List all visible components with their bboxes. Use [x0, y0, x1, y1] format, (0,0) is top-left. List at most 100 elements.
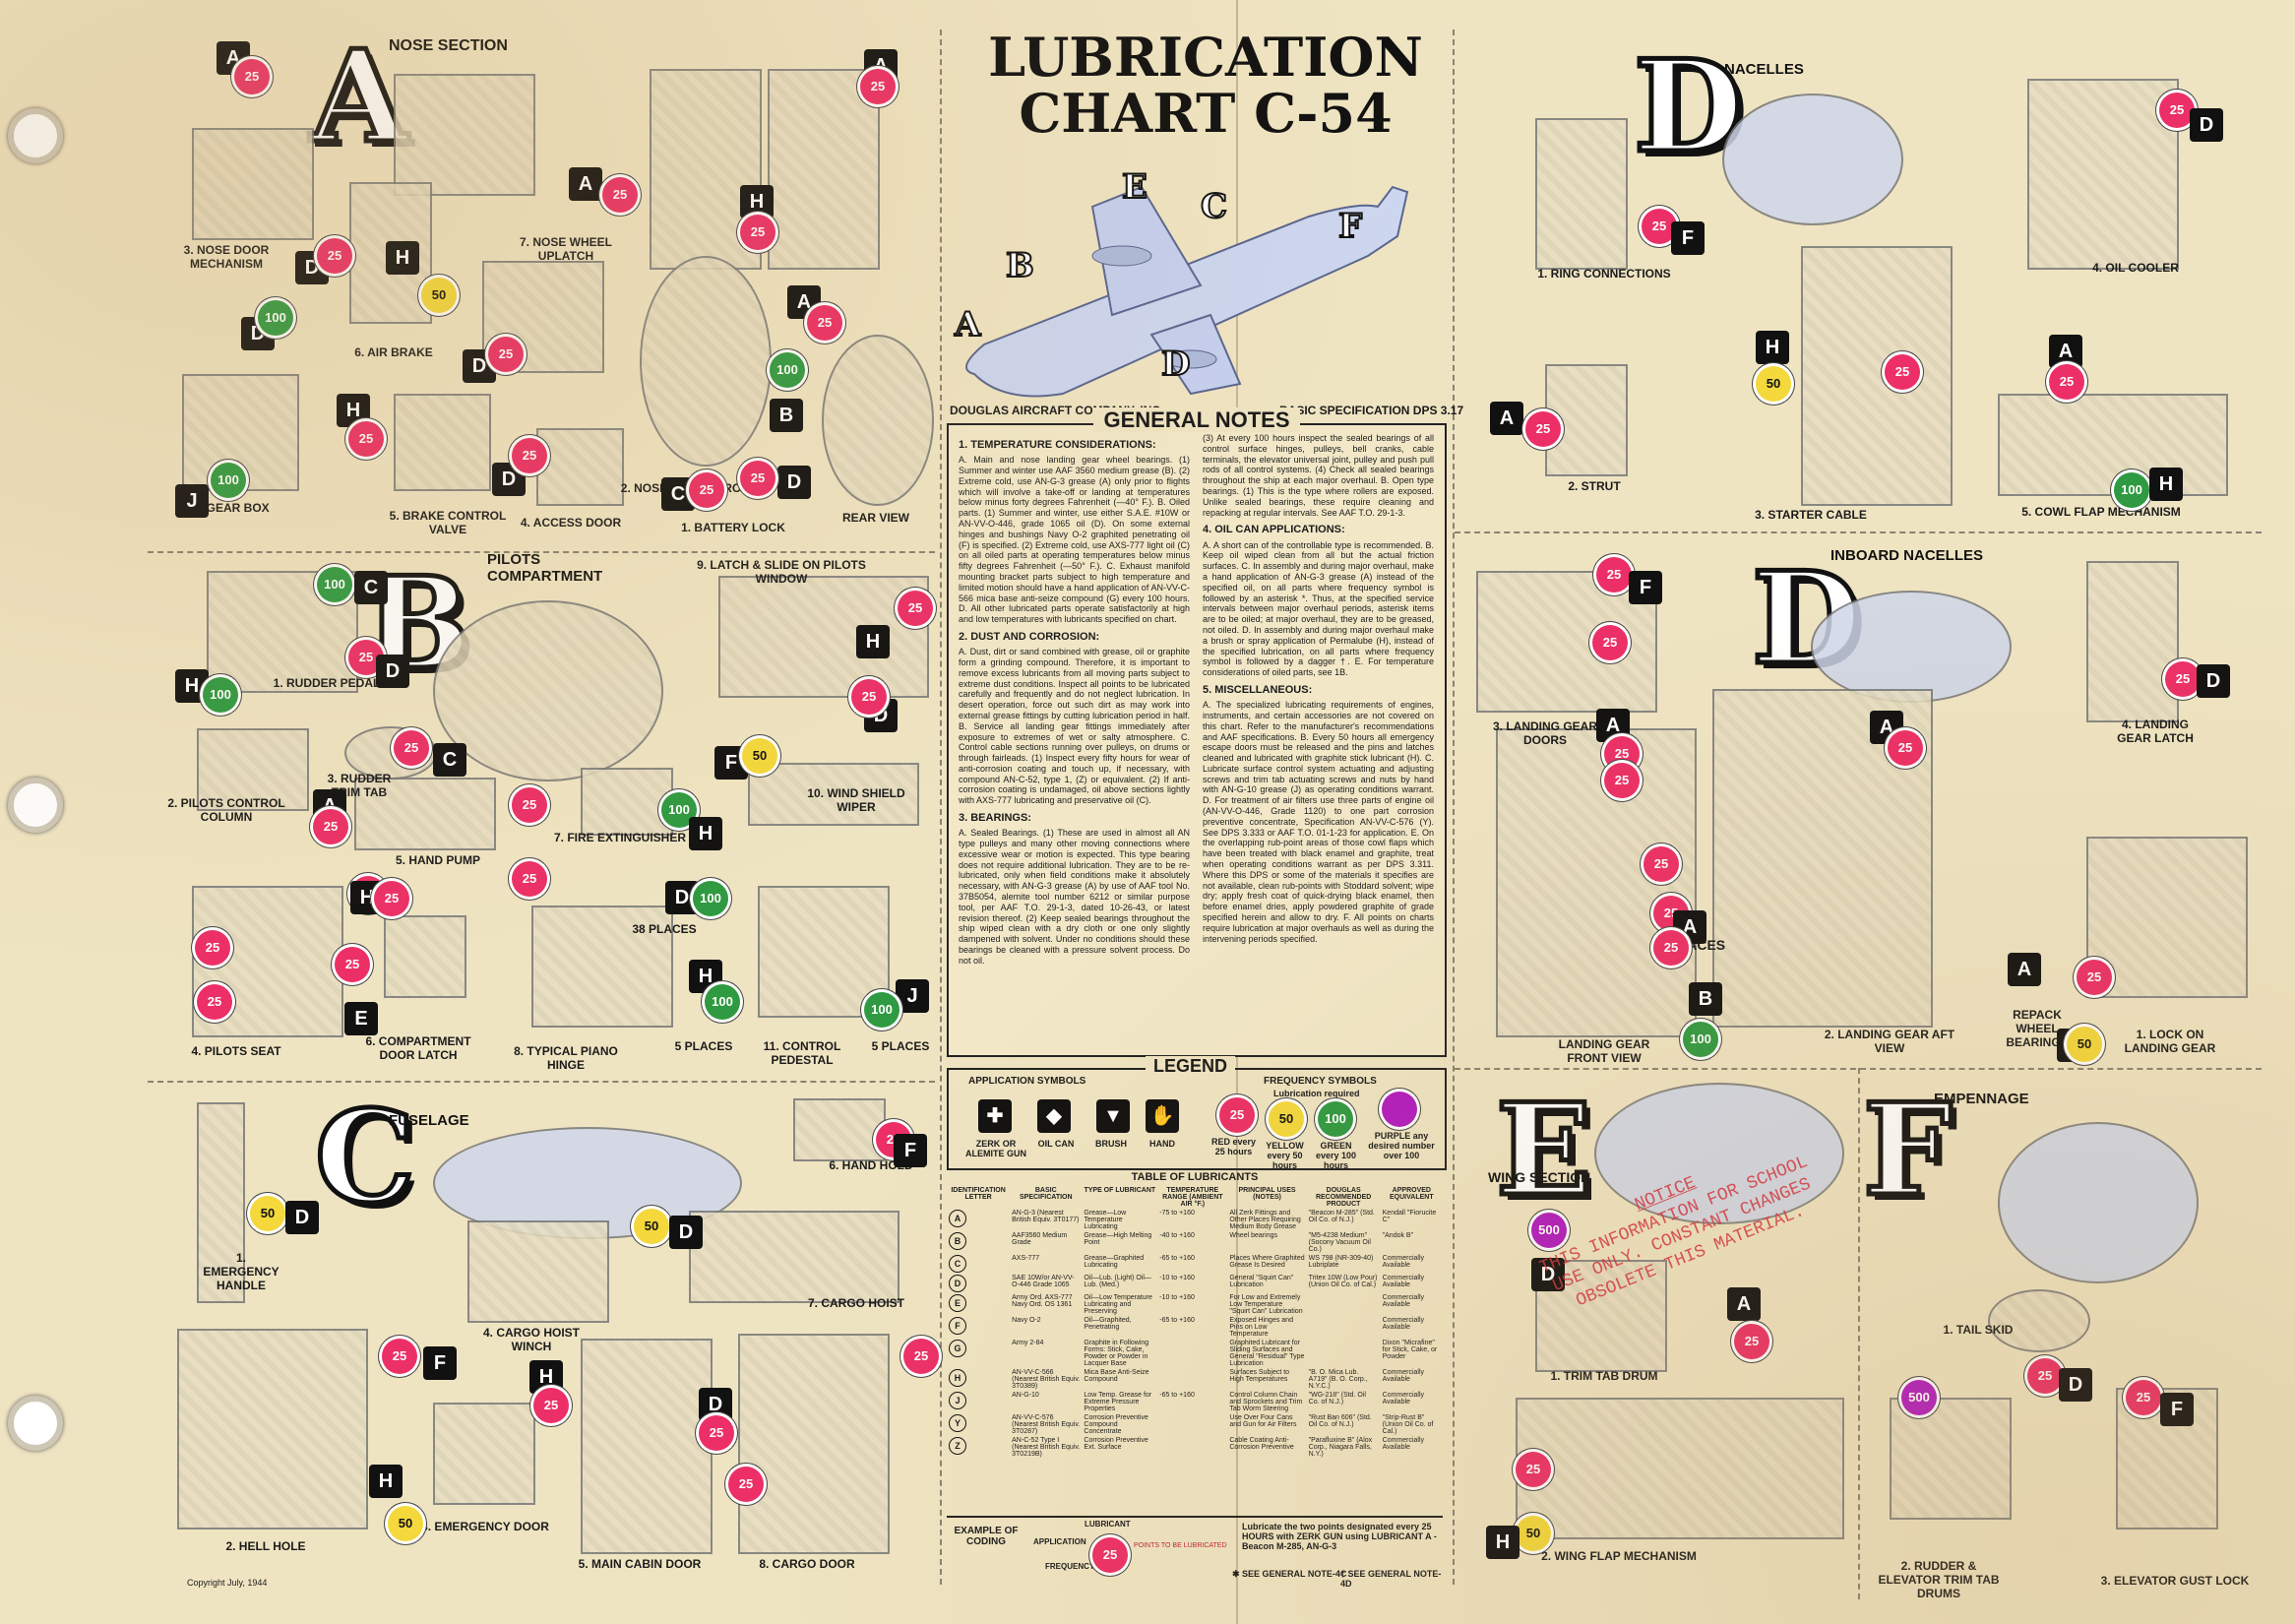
- lubricant-letter-badge: F: [949, 1317, 966, 1335]
- nose-wheel-rear-drawing: [822, 335, 934, 506]
- zerk-gun-symbol: A: [2049, 335, 2082, 368]
- lubricant-letter-badge: E: [949, 1294, 966, 1312]
- badge-25: 25: [2027, 1358, 2063, 1394]
- gear-aft-drawing: [1712, 689, 1933, 1028]
- wing-flap-drawing: [1516, 1398, 1844, 1539]
- badge-25: 25: [1525, 411, 1561, 447]
- caption: 1. TRIM TAB DRUM: [1550, 1369, 1658, 1383]
- table-header-row: IDENTIFICATION LETTER BASIC SPECIFICATIO…: [947, 1186, 1443, 1209]
- note-text: (3) At every 100 hours inspect the seale…: [1203, 433, 1434, 518]
- table-cell: Oil—Graphited, Penetrating: [1084, 1317, 1132, 1331]
- table-cell: AAF3560 Medium Grade: [1012, 1232, 1068, 1246]
- gear-front-drawing: [1496, 728, 1697, 1037]
- hand-symbol: J: [896, 979, 929, 1013]
- divider: [148, 1081, 935, 1083]
- table-cell: -10 to +160: [1159, 1294, 1195, 1301]
- table-cell: Commercially Available: [1382, 1275, 1425, 1288]
- lubricant-letter-badge: Y: [949, 1414, 966, 1432]
- table-cell: AN-G-10: [1012, 1392, 1039, 1399]
- table-cell: [1157, 1413, 1227, 1436]
- hand-symbol: H: [689, 817, 722, 850]
- hand-symbol: B: [1689, 982, 1722, 1016]
- caption: 3. LANDING GEAR DOORS: [1492, 719, 1597, 747]
- table-cell: Grease—Graphited Lubricating: [1084, 1255, 1145, 1269]
- caption: 6. AIR BRAKE: [354, 345, 433, 359]
- table-cell: Commercially Available: [1382, 1255, 1425, 1269]
- general-notes: GENERAL NOTES 1. TEMPERATURE CONSIDERATI…: [947, 407, 1447, 1057]
- zerk-gun-icon: ✚: [978, 1099, 1012, 1133]
- caption: 8. GEAR BOX: [193, 501, 270, 515]
- caption: 3. NOSE DOOR MECHANISM: [183, 243, 270, 271]
- divider: [1455, 531, 2262, 533]
- caption: 7. NOSE WHEEL UPLATCH: [519, 235, 612, 263]
- section-d2-title: INBOARD NACELLES: [1830, 547, 1984, 564]
- oil-can-symbol: D: [1531, 1258, 1565, 1291]
- badge-25: 25: [195, 930, 230, 966]
- table-header: APPROVED EQUIVALENT: [1390, 1187, 1434, 1201]
- badge-25: 25: [348, 421, 384, 457]
- badge-100: 100: [258, 300, 293, 336]
- badge-25: 25: [374, 881, 409, 916]
- section-f-title: EMPENNAGE: [1934, 1091, 2029, 1107]
- legend-badge-100: 100: [1318, 1101, 1353, 1137]
- basic-spec: BASIC SPECIFICATION DPS 3.17: [1279, 404, 1464, 417]
- example-frequency: FREQUENCY: [1045, 1562, 1095, 1571]
- badge-25: 25: [2049, 364, 2084, 400]
- legend-badge-25: 25: [1219, 1097, 1255, 1133]
- caption: 4. CARGO HOIST WINCH: [482, 1326, 580, 1353]
- freq-label: PURPLE any desired number over 100: [1368, 1131, 1435, 1160]
- main-cabin-door-drawing: [581, 1339, 713, 1554]
- oil-can-symbol: E: [344, 1002, 378, 1035]
- hand-symbol: H: [1756, 331, 1789, 364]
- lubricant-letter: F: [947, 1316, 1010, 1339]
- table-cell: -65 to +160: [1159, 1392, 1195, 1399]
- caption: 9. LATCH & SLIDE ON PILOTS WINDOW: [697, 558, 866, 586]
- lubricant-letter-badge: C: [949, 1255, 966, 1273]
- badge-25: 25: [860, 69, 896, 104]
- legend-badge-50: 50: [1269, 1101, 1304, 1137]
- badge-500: 500: [1531, 1213, 1567, 1248]
- badge-25: 25: [2126, 1380, 2161, 1415]
- zerk-gun-symbol: A: [569, 167, 602, 201]
- table-cell: Grease—High Melting Point: [1084, 1232, 1152, 1246]
- oil-can-symbol: C: [354, 571, 388, 604]
- badge-50: 50: [1516, 1516, 1551, 1551]
- gear-latch-drawing: [2086, 561, 2179, 722]
- oil-can-symbol: D: [2197, 664, 2230, 698]
- caption: 5. HAND PUMP: [395, 853, 480, 867]
- window-latch-drawing: [718, 576, 929, 698]
- caption: 10. WIND SHIELD WIPER: [807, 786, 905, 814]
- caption: 4. LANDING GEAR LATCH: [2117, 718, 2194, 745]
- plane-label-e: E: [1121, 166, 1148, 208]
- table-cell: "B. O. Mica Lub. A719" (B. O. Corp., N.Y…: [1308, 1369, 1368, 1390]
- table-cell: Army 2-84: [1012, 1340, 1044, 1346]
- notes-col-1: 1. TEMPERATURE CONSIDERATIONS: A. Main a…: [959, 433, 1190, 969]
- oil-can-symbol: D: [2190, 108, 2223, 142]
- hell-hole-drawing: [177, 1329, 368, 1530]
- section-c-title: FUSELAGE: [389, 1112, 469, 1129]
- badge-25: 25: [2077, 960, 2112, 995]
- note-text: A. The specialized lubricating requireme…: [1203, 700, 1434, 944]
- caption: 1. BATTERY LOCK: [681, 521, 785, 534]
- frequency-sub: Lubrication required: [1273, 1089, 1360, 1098]
- table-cell: Commercially Available: [1382, 1392, 1425, 1405]
- badge-25: 25: [1734, 1324, 1769, 1359]
- gear-lock-drawing: [2086, 837, 2248, 998]
- table-cell: AN-C-52 Type I (Nearest British Equiv. 3…: [1012, 1437, 1081, 1458]
- example-text: Lubricate the two points designated ever…: [1242, 1522, 1437, 1551]
- hand-hold-drawing: [793, 1098, 886, 1161]
- caption: REAR VIEW: [841, 511, 909, 525]
- example-note-d: † SEE GENERAL NOTE-4D: [1340, 1569, 1442, 1589]
- badge-50: 50: [742, 738, 777, 774]
- caption: 2. STRUT: [1568, 479, 1621, 493]
- caption: REPACK WHEEL BEARINGS: [2006, 1008, 2069, 1049]
- caption: 2. WING FLAP MECHANISM: [1541, 1549, 1697, 1563]
- badge-25: 25: [807, 305, 842, 341]
- hand-symbol: H: [386, 241, 419, 275]
- caption: 2. RUDDER & ELEVATOR TRIM TAB DRUMS: [1878, 1559, 2000, 1600]
- lubricant-letter: Z: [947, 1436, 1010, 1459]
- hand-symbol: H: [740, 185, 774, 219]
- hand-pump-drawing: [354, 778, 496, 850]
- brake-valve-drawing: [394, 394, 491, 491]
- empennage-drawing: [1998, 1122, 2199, 1283]
